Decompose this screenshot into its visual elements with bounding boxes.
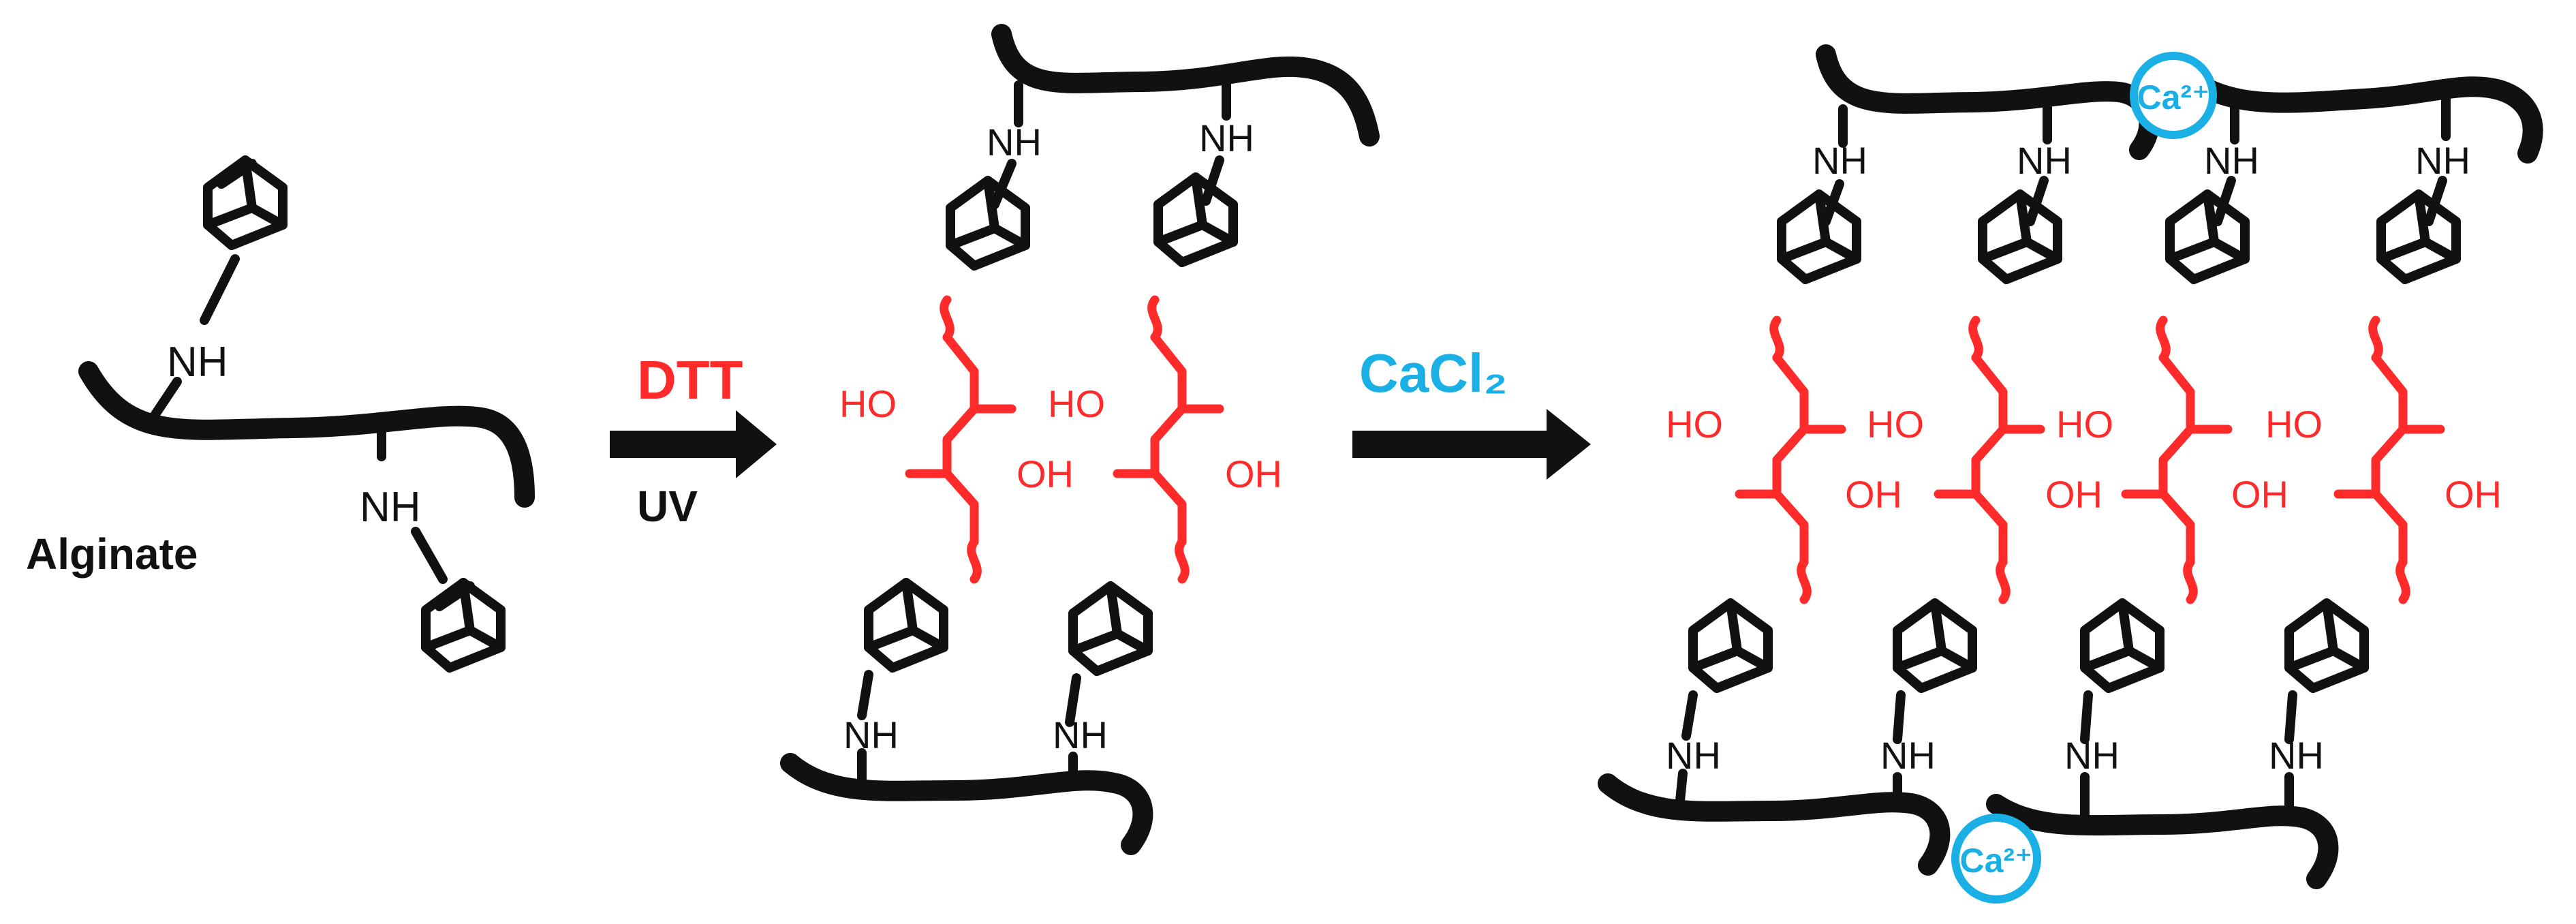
bicyclic-ring-icon <box>2381 194 2456 279</box>
linker <box>2284 690 2297 822</box>
oh-label: OH <box>2045 473 2102 516</box>
oh-label: OH <box>2445 473 2502 516</box>
bicyclic-ring-icon <box>2289 603 2364 688</box>
panel-dtt-crosslinked: NH HO OH NH NH HO OH NH <box>780 24 1380 855</box>
nh-label: NH <box>360 484 421 531</box>
bicyclic-ring-icon <box>1158 177 1233 262</box>
oh-label: OH <box>1225 452 1282 495</box>
bicyclic-ring-icon <box>869 583 944 668</box>
ho-label: HO <box>839 382 897 425</box>
calcium-ion-circle-icon: Ca²⁺ <box>2130 52 2217 139</box>
norbornene-ring-icon <box>426 583 501 668</box>
dtt-crosslink <box>910 300 1012 579</box>
alginate-backbone-bottom-left <box>1598 773 1951 876</box>
cacl2-label: CaCl₂ <box>1359 343 1508 403</box>
alginate-backbone-top-left <box>1816 44 2160 160</box>
oh-label: OH <box>1845 473 1902 516</box>
alginate-label: Alginate <box>26 529 198 579</box>
linker <box>1201 70 1231 206</box>
ho-label: HO <box>1867 403 1924 446</box>
bicyclic-ring-icon <box>1073 586 1148 671</box>
dtt-crosslink <box>1938 320 2040 600</box>
dtt-label: DTT <box>637 350 743 410</box>
right-arrow-icon <box>610 410 777 478</box>
arrow-ionic: CaCl₂ <box>1352 343 1591 480</box>
nh-label: NH <box>2064 734 2120 777</box>
panel-alginate-norbornene: NH NH Alginate <box>26 160 535 668</box>
linker-lower <box>377 423 448 584</box>
ho-label: HO <box>2265 403 2323 446</box>
oh-label: OH <box>2231 473 2288 516</box>
nh-label: NH <box>1199 117 1254 159</box>
nh-label: NH <box>2269 734 2324 777</box>
calcium-ion-circle-icon: Ca²⁺ <box>1951 814 2041 904</box>
linker-upper <box>145 254 240 427</box>
nh-label: NH <box>1666 734 1721 777</box>
bicyclic-ring-icon <box>950 181 1025 266</box>
alginate-backbone-top <box>991 24 1380 147</box>
ho-label: HO <box>2056 403 2113 446</box>
nh-label: NH <box>987 121 1042 164</box>
linker <box>990 80 1023 209</box>
alginate-backbone-top-right <box>2197 76 2543 164</box>
uv-label: UV <box>637 482 698 531</box>
bicyclic-ring-icon <box>1693 603 1768 688</box>
dtt-crosslink <box>1117 300 1220 579</box>
linker <box>2080 690 2093 822</box>
panel-dual-crosslinked: NH HO OH NH NH HO OH NH NH HO OH NH NH H <box>1598 44 2543 904</box>
norbornene-ring-icon <box>208 160 283 245</box>
linker <box>857 670 873 788</box>
right-arrow-icon <box>1352 409 1591 480</box>
bicyclic-ring-icon <box>1983 194 2058 279</box>
nh-label: NH <box>843 713 899 756</box>
nh-label: NH <box>1880 734 1936 777</box>
nh-label: NH <box>1053 713 1108 756</box>
nh-label: NH <box>2204 139 2259 182</box>
linker <box>1065 673 1081 788</box>
oh-label: OH <box>1017 452 1074 495</box>
bicyclic-ring-icon <box>1897 603 1972 688</box>
linker <box>1675 690 1698 812</box>
nh-label: NH <box>2415 139 2470 182</box>
ho-label: HO <box>1666 403 1723 446</box>
bicyclic-ring-icon <box>1782 194 1857 279</box>
ho-label: HO <box>1048 382 1105 425</box>
calcium-ion-label: Ca²⁺ <box>1960 842 2033 880</box>
bicyclic-ring-icon <box>2170 194 2245 279</box>
alginate-backbone-bottom <box>780 753 1153 855</box>
alginate-backbone-bottom-right <box>1986 794 2339 889</box>
calcium-ion-label: Ca²⁺ <box>2137 78 2210 117</box>
linker <box>1893 690 1906 812</box>
nh-label: NH <box>167 339 228 386</box>
bicyclic-ring-icon <box>2085 603 2160 688</box>
dtt-crosslink <box>2126 320 2228 600</box>
nh-label: NH <box>2017 139 2072 182</box>
dtt-crosslink <box>2338 320 2440 600</box>
alginate-backbone <box>78 361 535 508</box>
arrow-thiol-ene: DTT UV <box>610 350 777 531</box>
dtt-crosslink <box>1739 320 1842 600</box>
